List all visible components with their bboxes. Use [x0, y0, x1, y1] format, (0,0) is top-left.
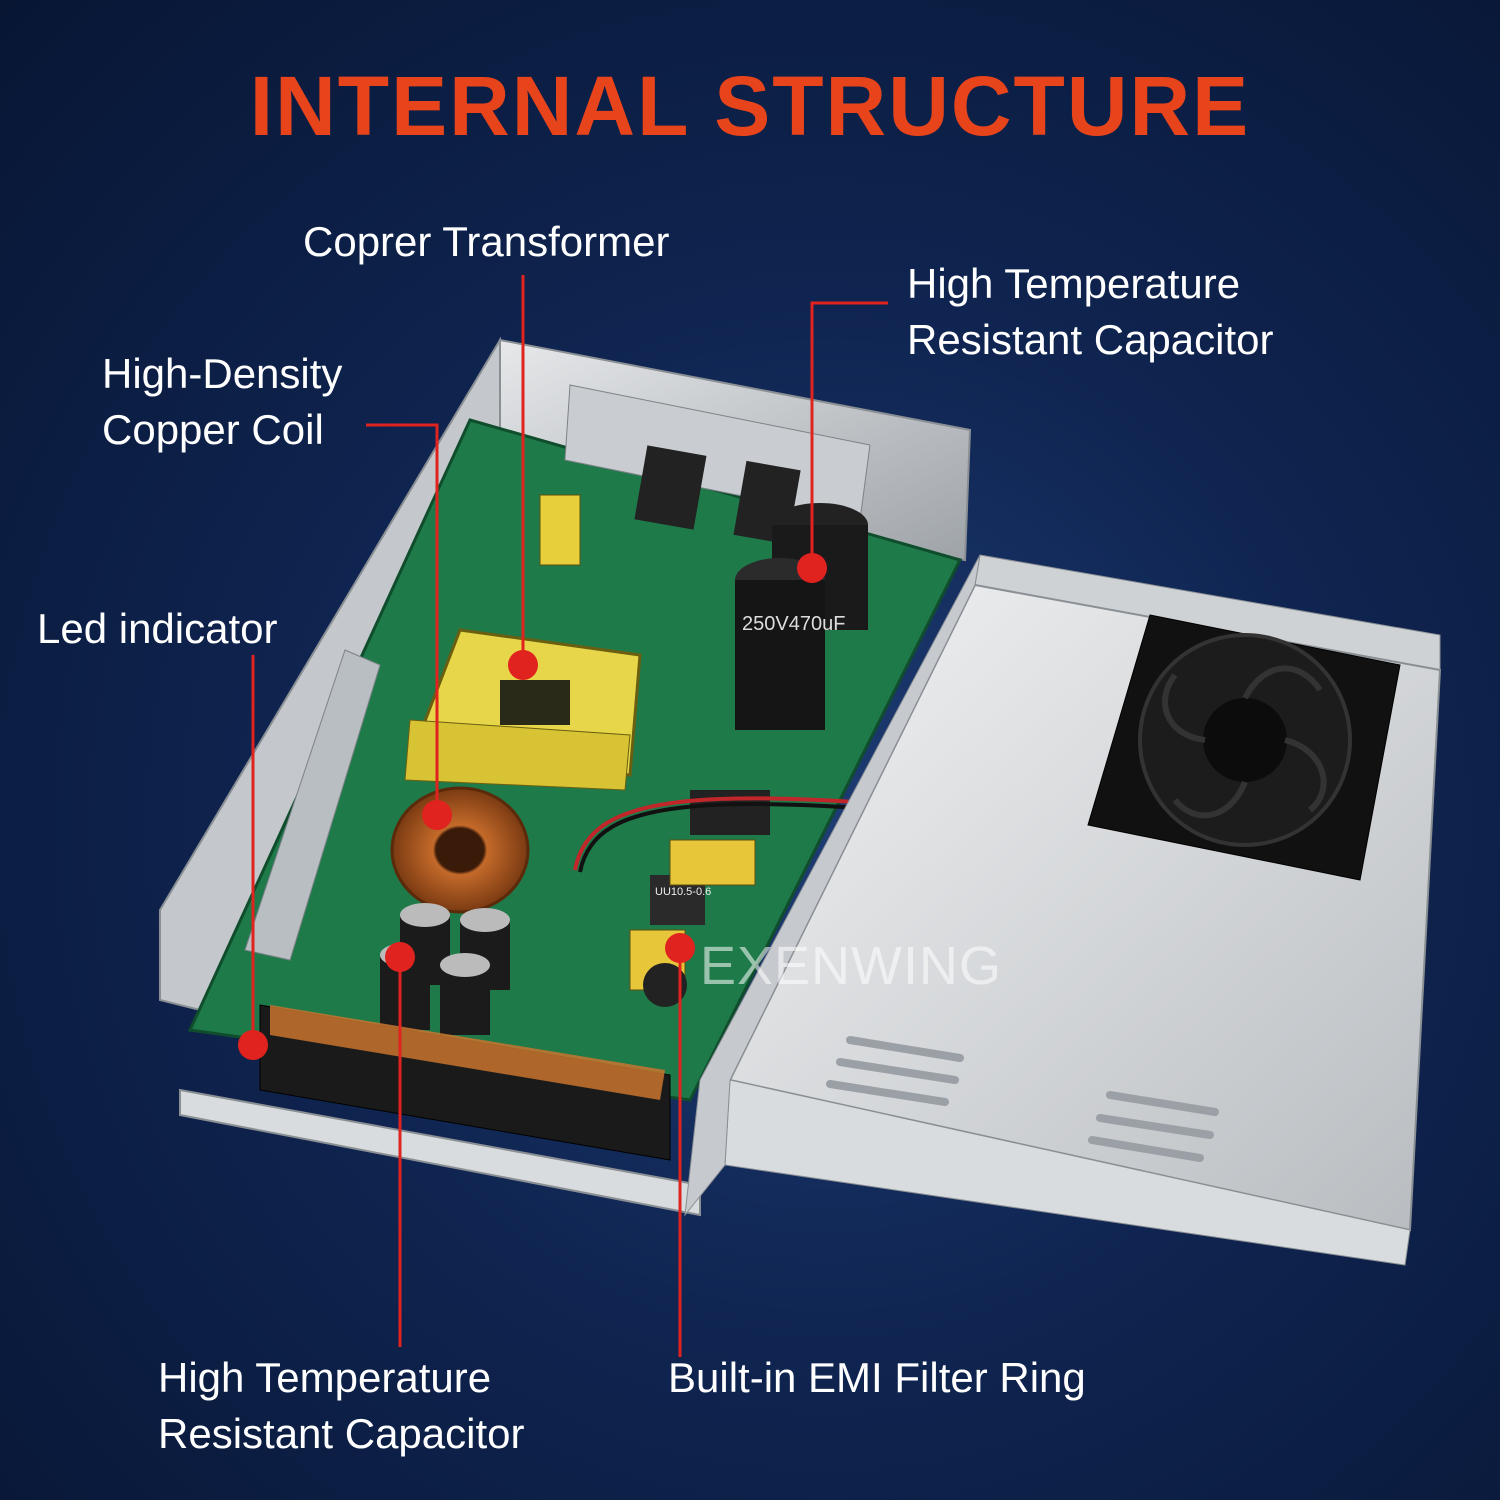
- label-led-indicator: Led indicator: [37, 605, 278, 652]
- label-capacitor-top: High Temperature Resistant Capacitor: [907, 260, 1274, 363]
- copper-coil: [390, 786, 530, 914]
- label-capacitor-bottom: High Temperature Resistant Capacitor: [158, 1354, 525, 1457]
- vent-slots: [826, 1036, 1219, 1162]
- small-capacitors: [380, 903, 510, 1035]
- housing-front-wall: [179, 1088, 701, 1217]
- choke-marking: UU10.5-0.6: [655, 886, 711, 898]
- big-capacitors: 250V470uF: [735, 503, 868, 730]
- page-title: INTERNAL STRUCTURE: [249, 59, 1251, 153]
- label-emi-filter: Built-in EMI Filter Ring: [668, 1354, 1086, 1401]
- cooling-fan: [1087, 614, 1401, 881]
- callout-dots: [238, 553, 827, 1060]
- callout-lines: [251, 275, 888, 1357]
- capacitor-marking: 250V470uF: [742, 613, 845, 635]
- transformer: [404, 628, 642, 791]
- brand-watermark: EXENWING: [700, 936, 1003, 996]
- label-transformer: Coprer Transformer: [303, 218, 670, 265]
- label-copper-coil: High-Density Copper Coil: [102, 350, 343, 453]
- heatsink-left: [244, 649, 381, 961]
